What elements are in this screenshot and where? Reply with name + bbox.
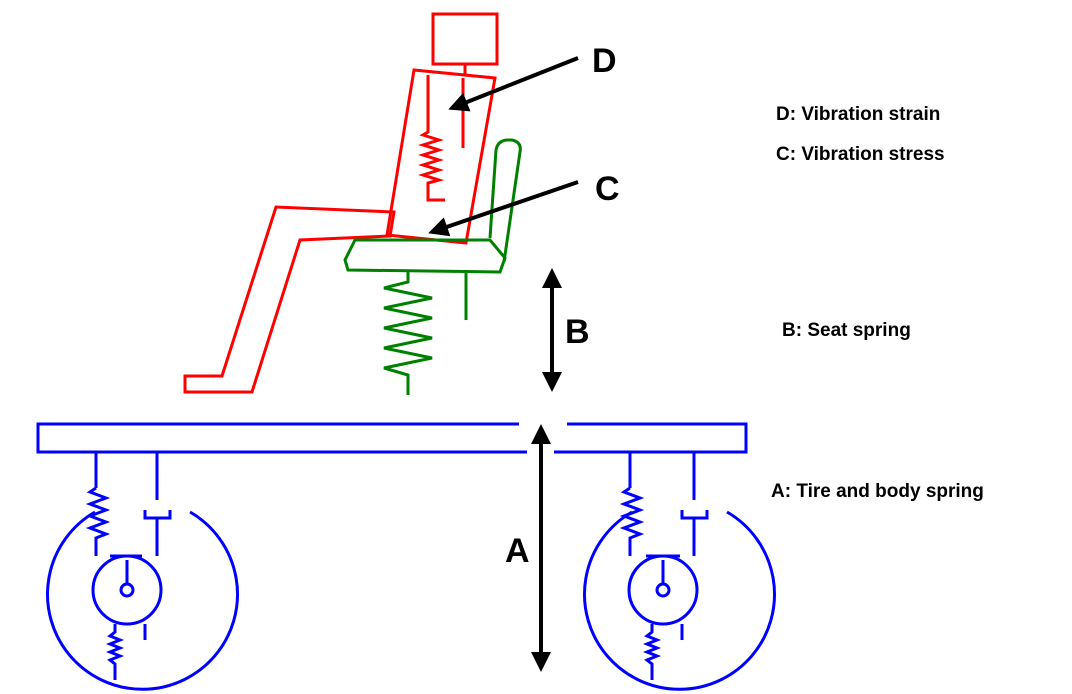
vehicle-model xyxy=(36,422,776,691)
seat-spring xyxy=(383,270,433,395)
right-tire xyxy=(583,510,776,691)
arrow-d xyxy=(448,56,579,112)
label-a: A xyxy=(505,532,530,570)
torso-outline xyxy=(385,68,497,245)
human-body-model xyxy=(183,12,499,394)
label-b: B xyxy=(565,313,590,351)
annotation-arrows xyxy=(428,56,579,672)
chassis-left xyxy=(36,422,527,454)
legend-d: D: Vibration strain xyxy=(776,104,940,125)
left-hub xyxy=(91,554,163,626)
legend-b: B: Seat spring xyxy=(782,320,911,341)
head xyxy=(431,12,499,66)
torso-spring xyxy=(417,75,445,202)
label-d: D xyxy=(592,42,617,80)
seat-backrest xyxy=(488,138,522,263)
left-tire xyxy=(46,510,239,691)
legs-outline xyxy=(183,205,396,394)
legend-c: C: Vibration stress xyxy=(776,144,945,165)
arrow-c xyxy=(428,180,579,237)
seat-model xyxy=(343,138,522,395)
label-c: C xyxy=(595,170,620,208)
right-wheel-assembly xyxy=(583,452,776,691)
right-hub xyxy=(627,554,699,626)
seat-cushion xyxy=(343,238,507,274)
left-wheel-assembly xyxy=(46,452,239,691)
chassis-right xyxy=(554,422,748,454)
legend-a: A: Tire and body spring xyxy=(771,481,984,502)
legend: D: Vibration strain C: Vibration stress … xyxy=(771,104,984,502)
